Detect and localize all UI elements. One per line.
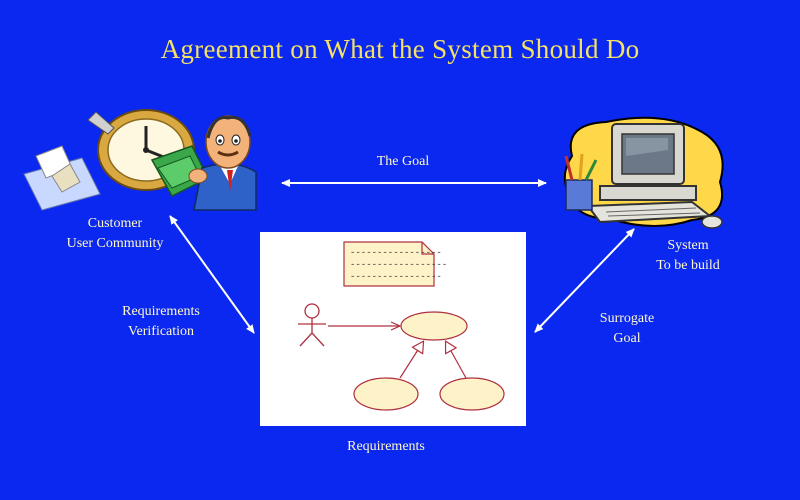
note-line-2: ------------------ xyxy=(350,260,447,270)
use-case-main xyxy=(400,311,468,341)
note-line-1: ----------------- xyxy=(350,248,442,258)
surrogate-arrow xyxy=(534,228,635,333)
verification-label-line2: Verification xyxy=(127,324,195,339)
actor-stick-figure-icon xyxy=(298,303,326,347)
system-label-line2: To be build xyxy=(656,258,720,273)
goal-label: The Goal xyxy=(376,154,430,169)
customer-label: Customer User Community xyxy=(40,214,190,254)
note-document-icon: ----------------- ------------------ ---… xyxy=(343,241,447,287)
use-case-right xyxy=(439,377,505,411)
surrogate-label: Surrogate Goal xyxy=(572,309,682,349)
generalization-arrow-right xyxy=(446,342,467,379)
slide-title: Agreement on What the System Should Do xyxy=(160,34,640,64)
requirements-panel: ----------------- ------------------ ---… xyxy=(260,232,526,426)
computer-clipart-icon xyxy=(563,116,724,229)
verification-arrow xyxy=(169,215,255,334)
customer-label-line2: User Community xyxy=(66,236,164,251)
system-label: System To be build xyxy=(628,236,748,276)
verification-label-line1: Requirements xyxy=(122,304,200,319)
use-case-left xyxy=(353,377,419,411)
generalization-arrow-left xyxy=(399,342,423,379)
verification-label: Requirements Verification xyxy=(96,302,226,342)
surrogate-label-line1: Surrogate xyxy=(599,311,655,326)
customer-clipart-icon xyxy=(23,109,257,211)
note-line-3: ----------------- xyxy=(350,272,442,282)
requirements-label: Requirements xyxy=(347,439,425,454)
system-label-line1: System xyxy=(667,238,709,253)
surrogate-label-line2: Goal xyxy=(613,331,641,346)
customer-label-line1: Customer xyxy=(87,216,143,231)
use-case-diagram: ----------------- ------------------ ---… xyxy=(298,241,505,411)
